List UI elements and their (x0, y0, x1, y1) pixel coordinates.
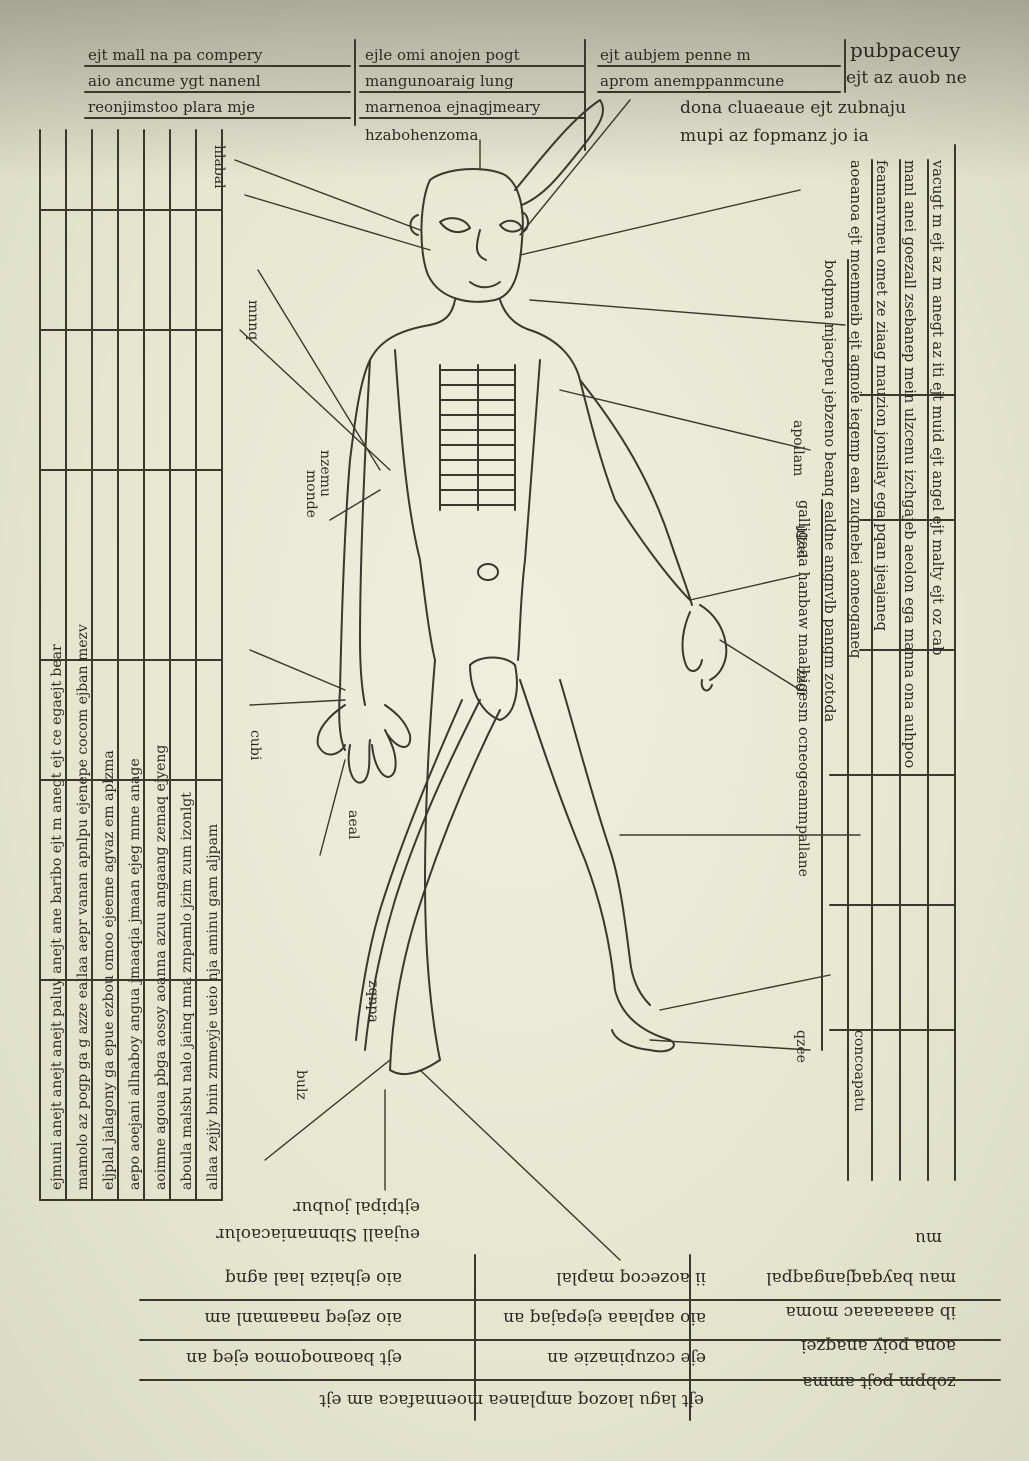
leader-lines (235, 100, 860, 1260)
human-figure (318, 100, 727, 1074)
rib-cage (440, 365, 515, 510)
top-box-rules (85, 40, 845, 150)
left-column-rules (40, 130, 222, 1200)
bottom-rules (140, 1255, 1000, 1420)
right-column-rules (822, 145, 955, 1180)
